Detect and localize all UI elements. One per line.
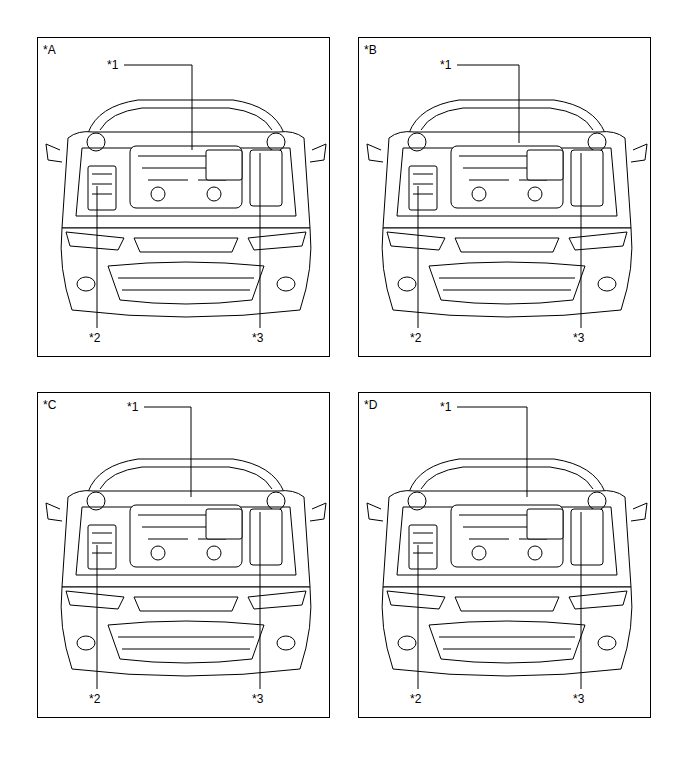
panel-label: *C [42,398,57,412]
leader-line [260,153,261,328]
leader-line [581,512,582,689]
engine-bay-illustration [38,38,329,356]
callout-number: *2 [409,331,422,345]
figure-panel: *A *1 *2 *3 [37,37,330,357]
leader-line [418,545,419,689]
panel-label: *B [363,43,378,57]
leader-line [97,186,98,328]
callout-number: *2 [409,692,422,706]
panel-label: *A [42,43,57,57]
figure-panel: *C *1 *2 *3 [37,392,330,718]
callout-number: *3 [572,692,585,706]
leader-line [144,407,191,497]
leader-line [124,65,192,150]
figure-panel: *B *1 *2 *3 [358,37,651,357]
panel-label: *D [363,398,378,412]
callout-number: *3 [251,331,264,345]
leader-line [457,65,519,143]
figure-panel: *D *1 *2 *3 [358,392,651,718]
leader-line [97,545,98,689]
callout-number: *2 [88,692,101,706]
engine-bay-illustration [359,38,650,356]
callout-number: *1 [439,58,452,72]
callout-number: *1 [106,58,119,72]
leader-line [260,512,261,689]
callout-number: *1 [126,400,139,414]
callout-number: *3 [251,692,264,706]
leader-line [418,186,419,328]
engine-bay-illustration [359,393,650,717]
leader-line [457,407,527,497]
leader-line [581,153,582,328]
engine-bay-illustration [38,393,329,717]
callout-number: *3 [572,331,585,345]
callout-number: *1 [439,400,452,414]
callout-number: *2 [88,331,101,345]
